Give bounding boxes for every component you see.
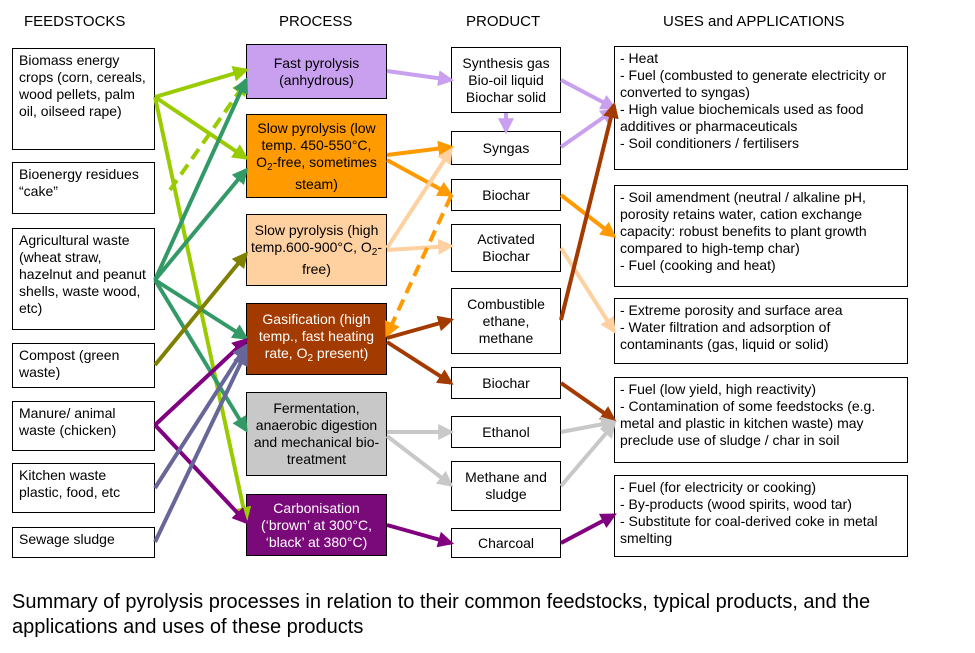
arrow-residues-to-fast-pyrolysis <box>168 79 248 192</box>
arrow-agri-to-gasification <box>153 278 249 340</box>
product-charcoal: Charcoal <box>451 528 561 558</box>
header-feedstocks: FEEDSTOCKS <box>24 13 126 30</box>
arrow-methane-to-fuel-contamination <box>559 421 617 488</box>
arrow-products-to-heat-fuel <box>560 78 617 110</box>
process-fermentation-label: Fermentation, anaerobic digestion and me… <box>253 400 380 467</box>
use-line: - Water filtration and adsorption of con… <box>620 319 831 352</box>
use-line: - Fuel (cooking and heat) <box>620 257 776 273</box>
use-line: - Contamination of some feedstocks (e.g.… <box>620 398 876 448</box>
use-fuel-byproducts-coke: - Fuel (for electricity or cooking) - By… <box>614 475 908 557</box>
feedstock-biomass-crops: Biomass energy crops (corn, cereals, woo… <box>12 48 155 150</box>
process-fast-pyrolysis-label: Fast pyrolysis (anhydrous) <box>273 54 360 88</box>
process-slow-pyrolysis-high-label: Slow pyrolysis (high temp.600-900°C, O2-… <box>251 222 383 277</box>
arrow-biochar-to-gasification <box>385 195 453 338</box>
use-line: - Extreme porosity and surface area <box>620 302 843 318</box>
arrow-agri-to-fermentation <box>153 278 248 433</box>
product-syngas: Syngas <box>451 131 561 165</box>
use-line: - Soil amendment (neutral / alkaline pH,… <box>620 189 867 256</box>
arrow-biochar-to-soil-amendment <box>559 193 617 238</box>
feedstock-agricultural-waste: Agricultural waste (wheat straw, hazelnu… <box>12 228 155 330</box>
arrow-gasification-to-biochar <box>385 340 454 385</box>
use-line: - Soil conditioners / fertilisers <box>620 135 799 151</box>
use-line: - Substitute for coal-derived coke in me… <box>620 513 878 546</box>
arrow-slow-low-to-syngas <box>386 140 455 157</box>
arrow-gasification-to-combustible <box>386 315 455 340</box>
feedstock-kitchen-waste: Kitchen waste plastic, food, etc <box>12 463 155 513</box>
use-heat-fuel-biochemicals: - Heat - Fuel (combusted to generate ele… <box>614 46 908 170</box>
process-fast-pyrolysis: Fast pyrolysis (anhydrous) <box>246 44 387 99</box>
use-line: - High value biochemicals used as food a… <box>620 101 864 134</box>
use-line: - Heat <box>620 50 659 66</box>
process-fermentation: Fermentation, anaerobic digestion and me… <box>246 392 387 476</box>
arrow-kitchen-to-gasification <box>153 343 248 490</box>
arrow-agri-to-fast-pyrolysis <box>153 77 248 281</box>
product-combustible-gas: Combustible ethane, methane <box>451 288 561 354</box>
process-slow-pyrolysis-low-label: Slow pyrolysis (low temp. 450-550°C, O2-… <box>256 119 377 192</box>
arrow-compost-to-slow-pyrolysis-high <box>153 251 249 367</box>
process-carbonisation: Carbonisation (‘brown’ at 300°C, ‘black’… <box>246 494 387 556</box>
arrow-slow-low-to-biochar <box>386 158 454 197</box>
header-uses: USES and APPLICATIONS <box>663 13 845 30</box>
arrow-activated-biochar-to-filtration <box>559 246 616 334</box>
use-line: - By-products (wood spirits, wood tar) <box>620 496 852 512</box>
arrow-manure-to-carbonisation <box>153 423 249 525</box>
header-product: PRODUCT <box>466 13 541 30</box>
feedstock-bioenergy-residues: Bioenergy residues “cake” <box>12 162 155 214</box>
arrow-biomass-to-carbonisation <box>153 96 252 524</box>
arrow-fast-pyrolysis-to-products <box>386 69 455 87</box>
arrow-sewage-to-gasification <box>153 349 248 543</box>
product-biochar-gasification: Biochar <box>451 367 561 399</box>
arrow-fermentation-to-methane <box>385 434 454 487</box>
process-carbonisation-label: Carbonisation (‘brown’ at 300°C, ‘black’… <box>261 499 372 550</box>
use-line: - Fuel (low yield, high reactivity) <box>620 381 817 397</box>
arrow-charcoal-to-fuel-byproducts <box>560 513 617 545</box>
use-fuel-contamination: - Fuel (low yield, high reactivity) - Co… <box>614 377 908 463</box>
feedstock-compost: Compost (green waste) <box>12 343 155 388</box>
product-methane-sludge: Methane and sludge <box>451 461 561 511</box>
arrow-carbonisation-to-charcoal <box>386 523 455 548</box>
product-synthesis-gas-bio-oil-biochar: Synthesis gas Bio-oil liquid Biochar sol… <box>451 47 561 113</box>
arrow-ethanol-to-fuel-contamination <box>560 416 618 434</box>
arrow-slow-high-to-activated-biochar <box>386 238 455 255</box>
process-gasification: Gasification (high temp., fast heating r… <box>246 303 387 375</box>
feedstock-manure: Manure/ animal waste (chicken) <box>12 401 155 451</box>
product-biochar: Biochar <box>451 179 561 211</box>
arrow-syngas-to-heat-fuel <box>559 108 617 149</box>
use-line: - Fuel (combusted to generate electricit… <box>620 67 887 100</box>
process-gasification-label: Gasification (high temp., fast heating r… <box>258 311 375 364</box>
arrow-slow-high-to-syngas <box>385 147 453 250</box>
arrow-biomass-to-slow-pyrolysis-low <box>153 95 249 160</box>
arrow-agri-to-slow-pyrolysis-low <box>153 167 249 282</box>
product-activated-biochar: Activated Biochar <box>451 224 561 272</box>
process-slow-pyrolysis-high: Slow pyrolysis (high temp.600-900°C, O2-… <box>246 214 387 286</box>
use-line: - Fuel (for electricity or cooking) <box>620 479 817 495</box>
arrow-biomass-to-fast-pyrolysis <box>154 65 250 99</box>
use-soil-amendment: - Soil amendment (neutral / alkaline pH,… <box>614 185 908 287</box>
arrow-biochar-to-fuel-contamination <box>559 381 617 422</box>
arrow-combustible-to-heat-fuel <box>559 101 619 321</box>
feedstock-sewage-sludge: Sewage sludge <box>12 527 155 558</box>
figure-caption: Summary of pyrolysis processes in relati… <box>12 591 871 638</box>
process-slow-pyrolysis-low: Slow pyrolysis (low temp. 450-550°C, O2-… <box>246 114 387 198</box>
header-process: PROCESS <box>279 13 353 30</box>
product-ethanol: Ethanol <box>451 416 561 448</box>
use-porosity-filtration: - Extreme porosity and surface area - Wa… <box>614 298 908 364</box>
arrow-manure-to-gasification <box>153 337 249 427</box>
